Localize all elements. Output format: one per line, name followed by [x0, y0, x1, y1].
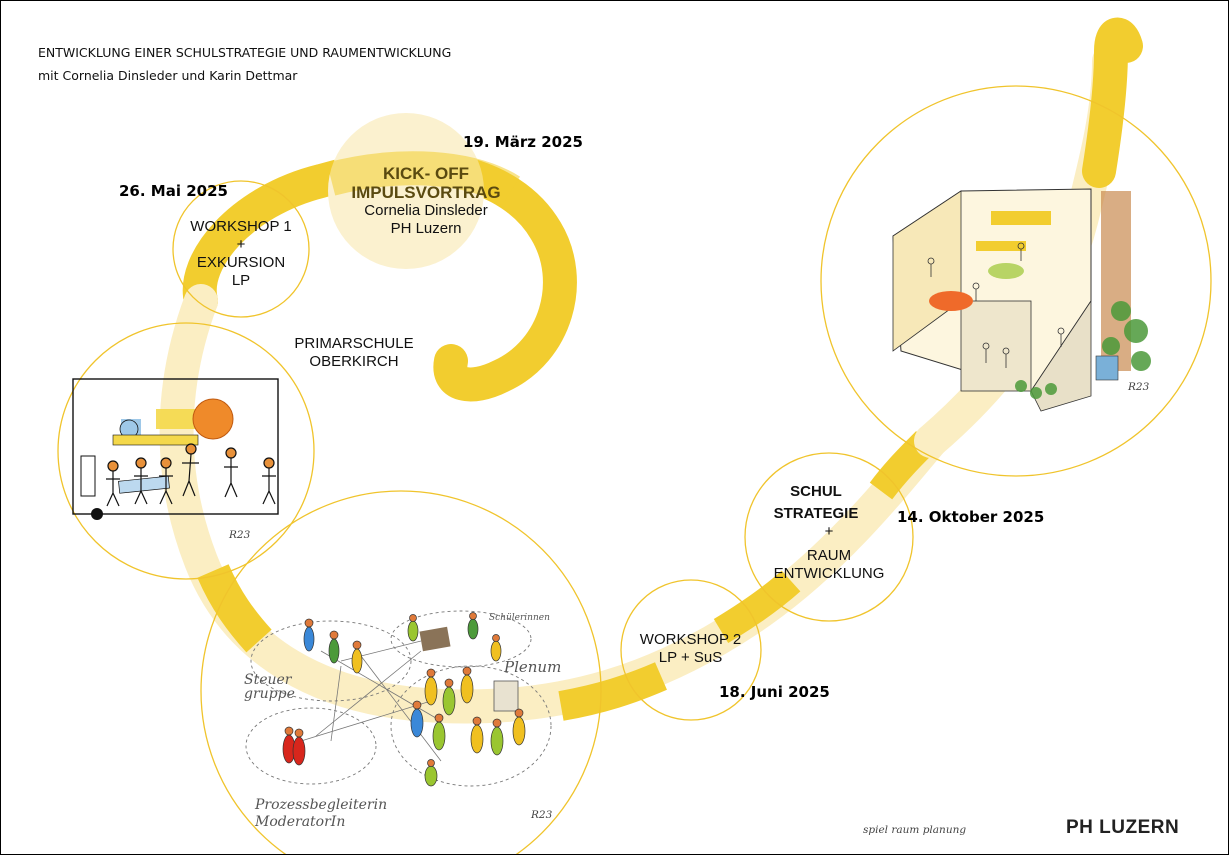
sketch-room-circle: [820, 85, 1212, 477]
sketch-left-circle: [57, 322, 315, 580]
steering-group-label: Steuer gruppe: [244, 673, 295, 701]
strategy-plus: +: [824, 523, 834, 540]
ribbon-segment-1: [197, 564, 272, 653]
kickoff-org: PH Luzern: [390, 220, 462, 237]
sketch-room-plan: [892, 188, 1151, 412]
strategy-line-5: ENTWICKLUNG: [773, 565, 885, 582]
spiral-over-bubble: [326, 151, 520, 206]
kickoff-speaker: Cornelia Dinsleder: [364, 202, 488, 219]
kickoff-label: KICK- OFF IMPULSVORTRAG Cornelia Dinsled…: [331, 164, 521, 238]
students-label: Schülerinnen: [489, 613, 550, 623]
plenum-label: Plenum: [504, 658, 562, 676]
kickoff-date: 19. März 2025: [463, 133, 583, 151]
ph-luzern-logo: PH LUZERN: [1066, 817, 1180, 838]
workshop1-circle: [172, 180, 310, 318]
kickoff-bubble: [328, 113, 484, 269]
steering-group-line-2: gruppe: [244, 686, 295, 702]
strategy-date: 14. Oktober 2025: [897, 508, 1045, 526]
ribbon-rise-strong: [1082, 17, 1143, 188]
spiral-ribbon: [182, 150, 577, 402]
strategy-label: SCHUL STRATEGIE + RAUM ENTWICKLUNG: [759, 483, 899, 583]
workshop1-plus: +: [236, 236, 246, 253]
kickoff-title: KICK- OFF: [383, 164, 469, 183]
workshop1-date: 26. Mai 2025: [119, 182, 228, 200]
process-ribbon-light: [159, 284, 948, 724]
ribbon-segment-3: [713, 570, 801, 644]
strategy-circle: [744, 452, 914, 622]
workshop2-circle: [620, 579, 762, 721]
school-line-2: OBERKIRCH: [309, 353, 399, 370]
workshop2-date: 18. Juni 2025: [719, 683, 830, 701]
artist-signature-left: R23: [229, 529, 251, 541]
process-facilitator-line-1: Prozessbegleiterin: [255, 797, 388, 813]
workshop2-label: WORKSHOP 2 LP + SuS: [623, 631, 758, 667]
ribbon-segment-2: [558, 662, 667, 721]
workshop1-excursion: EXKURSION: [196, 254, 286, 271]
process-facilitator-line-2: ModeratorIn: [255, 814, 346, 830]
artist-signature-room: R23: [1128, 381, 1150, 393]
workshop2-title: WORKSHOP 2: [639, 631, 742, 648]
process-facilitator-label: Prozessbegleiterin ModeratorIn: [255, 797, 387, 831]
strategy-line-1: SCHUL: [790, 483, 842, 500]
sketch-workshop-scene: [72, 378, 279, 520]
footer-credit: spiel raum planung: [863, 824, 967, 836]
sketch-process-groups: [245, 610, 552, 787]
school-name: PRIMARSCHULE OBERKIRCH: [279, 335, 429, 371]
kickoff-subtitle: IMPULSVORTRAG: [351, 183, 501, 202]
strategy-line-2: STRATEGIE: [773, 505, 859, 522]
workshop2-audience: LP + SuS: [658, 649, 723, 666]
workshop1-title: WORKSHOP 1: [190, 218, 292, 235]
workshop1-label: WORKSHOP 1 + EXKURSION LP: [176, 218, 306, 290]
workshop1-audience: LP: [231, 272, 251, 289]
page-subtitle: mit Cornelia Dinsleder und Karin Dettmar: [38, 68, 298, 83]
page-title: ENTWICKLUNG EINER SCHULSTRATEGIE UND RAU…: [38, 45, 452, 60]
sketch-group-circle: [200, 490, 602, 854]
steering-group-line-1: Steuer: [244, 672, 292, 688]
school-line-1: PRIMARSCHULE: [294, 335, 414, 352]
artist-signature-group: R23: [531, 809, 553, 821]
strategy-line-4: RAUM: [806, 547, 852, 564]
